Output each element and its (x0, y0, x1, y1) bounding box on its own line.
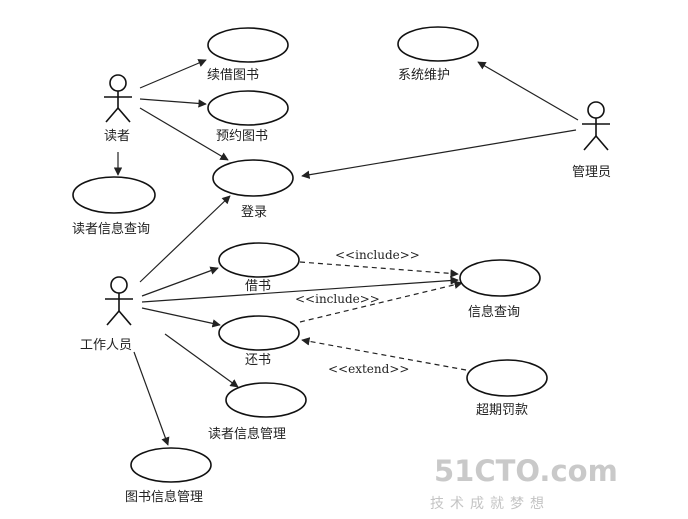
actor-admin-label: 管理员 (572, 165, 611, 180)
staff-login-link (139, 195, 231, 283)
dependency-lines (299, 261, 467, 371)
usecase-borrow-label: 借书 (245, 279, 271, 294)
actor-reader-label: 读者 (104, 129, 130, 144)
usecase-login-label: 登录 (241, 205, 267, 220)
usecase-info-query-label: 信息查询 (468, 304, 520, 320)
actor-admin-head (587, 101, 605, 119)
association-lines (113, 59, 579, 446)
usecase-borrow (218, 242, 300, 278)
staff-infoquery-link (141, 276, 459, 303)
watermark-slogan: 技术成就梦想 (430, 496, 550, 512)
reader-reserve-link (139, 98, 207, 108)
watermark-brand: 51CTO.com (434, 454, 618, 488)
extend-label: <<extend>> (328, 362, 409, 376)
usecase-renew (207, 27, 289, 63)
actor-staff-head (110, 276, 128, 294)
usecase-sys-maint (397, 26, 479, 62)
actor-reader-head (109, 74, 127, 92)
usecase-book-mgmt (130, 447, 212, 483)
usecase-return-label: 还书 (245, 353, 271, 368)
actor-staff (105, 276, 133, 326)
watermark: 51CTO.com 技术成就梦想 (430, 454, 618, 512)
return-include-line (299, 280, 463, 323)
usecase-reader-query-label: 读者信息查询 (72, 221, 150, 237)
usecase-overdue-fine (466, 359, 548, 397)
usecase-reserve (207, 90, 289, 126)
usecase-info-query (459, 259, 541, 297)
actor-reader (104, 74, 132, 123)
extend-line (301, 337, 467, 371)
usecase-book-mgmt-label: 图书信息管理 (125, 489, 203, 505)
usecase-reader-query (72, 176, 156, 214)
usecase-reader-mgmt (225, 382, 307, 418)
usecase-reader-mgmt-label: 读者信息管理 (208, 426, 286, 442)
usecase-return (218, 315, 300, 351)
usecase-reserve-label: 预约图书 (216, 129, 268, 144)
actor-staff-label: 工作人员 (80, 338, 132, 353)
staff-bookmgmt-link (133, 351, 170, 446)
admin-maint-link (477, 61, 579, 121)
admin-login-link (301, 129, 577, 179)
usecase-login (212, 159, 294, 197)
actor-admin (582, 101, 610, 151)
include-label-2: <<include>> (295, 292, 380, 306)
usecase-sys-maint-label: 系统维护 (398, 68, 450, 83)
usecase-overdue-fine-label: 超期罚款 (476, 403, 528, 418)
include-label-1: <<include>> (335, 248, 420, 262)
usecase-renew-label: 续借图书 (207, 68, 259, 83)
staff-return-link (141, 307, 221, 328)
staff-readermgmt-link (164, 333, 239, 388)
reader-renew-link (139, 59, 207, 89)
borrow-include-line (299, 261, 459, 278)
reader-login-link (139, 107, 229, 161)
staff-borrow-link (141, 266, 219, 297)
